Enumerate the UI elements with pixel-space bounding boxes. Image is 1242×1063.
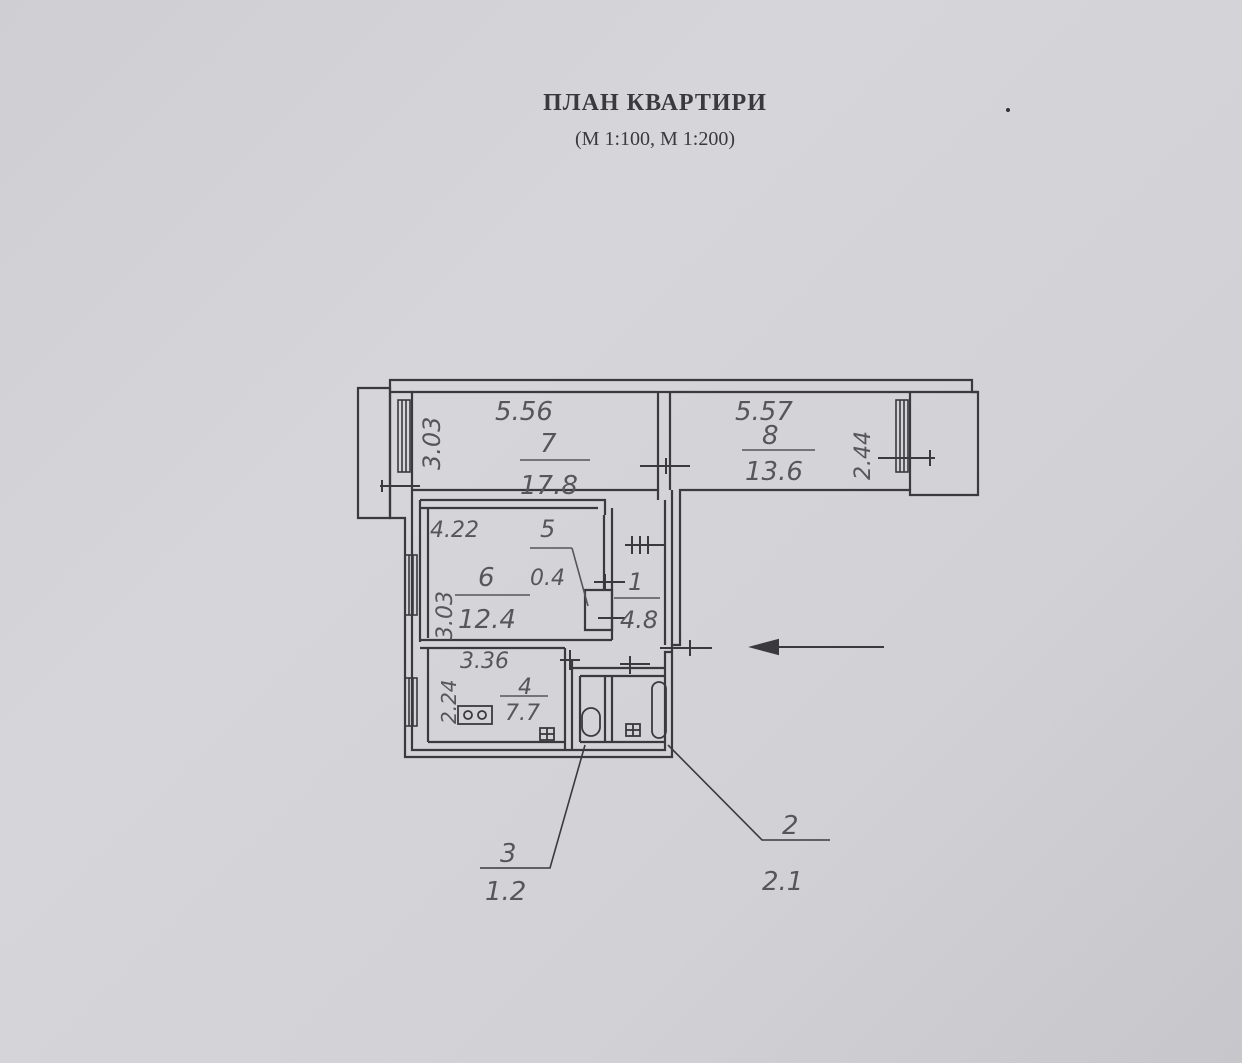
room-labels: 5.56 7 17.8 3.03 5.57 8 13.6 2.44 4.22 5… [418, 397, 876, 907]
room-3-number: 3 [500, 839, 517, 869]
windows [397, 399, 909, 727]
fixtures [457, 681, 667, 741]
entrance-arrow [748, 638, 884, 656]
room-5-number: 5 [540, 515, 555, 543]
room-4-length: 3.36 [460, 649, 509, 674]
room-7-area: 17.8 [520, 471, 578, 501]
window-room-6 [404, 554, 418, 616]
leader-room-2 [667, 744, 830, 841]
room-6-length: 4.22 [430, 518, 479, 543]
room-7-length: 5.56 [495, 397, 553, 427]
doors [380, 450, 935, 674]
window-room-7 [397, 399, 411, 473]
room-4-number: 4 [518, 675, 532, 700]
room-7-number: 7 [540, 429, 557, 459]
room-8-area: 13.6 [745, 457, 803, 487]
plan-title: ПЛАН КВАРТИРИ [543, 90, 767, 116]
fraction-lines [455, 449, 815, 697]
window-room-8 [895, 399, 909, 473]
stove [457, 705, 493, 725]
leader-room-3 [480, 744, 586, 869]
room-4-width: 2.24 [437, 679, 461, 724]
room-1-number: 1 [628, 568, 643, 596]
toilet [581, 707, 601, 737]
room-4-area: 7.7 [505, 701, 540, 726]
room-2-number: 2 [782, 811, 799, 841]
room-6-number: 6 [478, 563, 495, 593]
room-8-number: 8 [762, 421, 779, 451]
inner-wall-line [405, 390, 672, 752]
room-8-width: 2.44 [851, 431, 876, 480]
room-7-width: 3.03 [418, 417, 446, 470]
room-3-area: 1.2 [485, 877, 526, 907]
walls [356, 378, 980, 759]
balcony-left [356, 386, 392, 520]
bathtub [651, 681, 667, 739]
plan-scale-subtitle: (М 1:100, М 1:200) [575, 128, 735, 150]
room-5-area: 0.4 [530, 566, 565, 591]
ink-dot [1006, 108, 1010, 112]
room-6-width: 3.03 [433, 591, 458, 640]
room-6-area: 12.4 [458, 605, 516, 635]
room-1-area: 4.8 [620, 606, 658, 634]
room-2-area: 2.1 [762, 867, 803, 897]
leader-lines [480, 744, 830, 869]
room-8-length: 5.57 [735, 397, 793, 427]
window-kitchen [404, 677, 418, 727]
